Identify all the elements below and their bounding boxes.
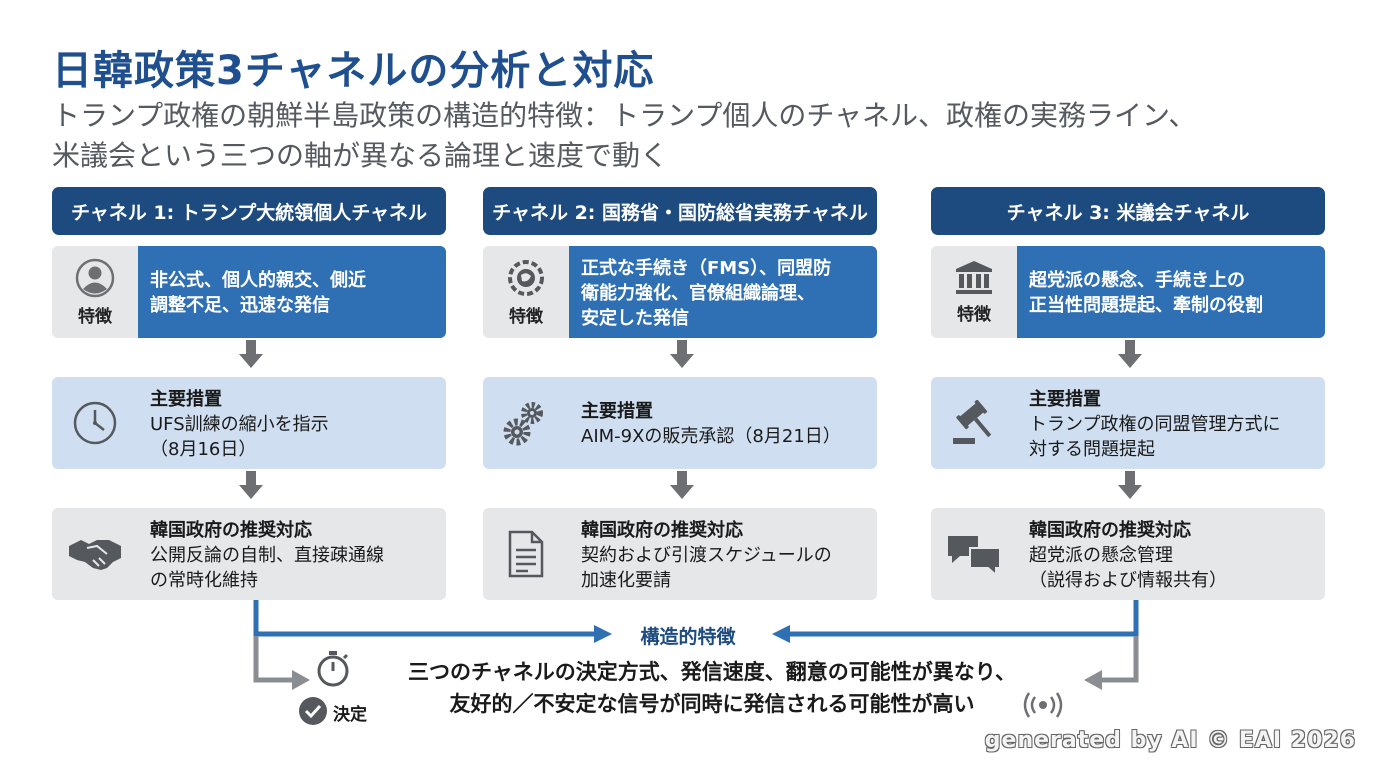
- response-line: の常時化維持: [150, 569, 258, 591]
- measure-icon-area: [483, 377, 569, 469]
- watermark: generated by AI © EAI 2026: [984, 728, 1356, 753]
- feature-label: 特徴: [78, 306, 112, 327]
- measure-text: 主要措置 トランプ政権の同盟管理方式に 対する問題提起: [1017, 377, 1325, 469]
- globe-icon: [508, 259, 544, 296]
- measure-text: 主要措置 UFS訓練の縮小を指示 （8月16日）: [138, 377, 446, 469]
- response-text: 韓国政府の推奨対応 超党派の懸念管理 （説得および情報共有）: [1017, 508, 1325, 600]
- feature-line: 衛能力強化、官僚組織論理、: [581, 282, 815, 304]
- response-box: 韓国政府の推奨対応 契約および引渡スケジュールの 加速化要請: [483, 508, 877, 600]
- feature-line: 非公式、個人的親交、側近: [150, 270, 366, 291]
- response-line: 契約および引渡スケジュールの: [581, 544, 832, 566]
- conclusion: 三つのチャネルの決定方式、発信速度、翻意の可能性が異なり、 友好的／不安定な信号…: [372, 656, 1052, 720]
- gavel-icon: [953, 400, 992, 444]
- stopwatch-icon: [317, 651, 349, 687]
- response-title: 韓国政府の推奨対応: [1029, 519, 1191, 541]
- channel-header: チャネル 1: トランプ大統領個人チャネル: [52, 187, 446, 235]
- response-line: 公開反論の自制、直接疎通線: [150, 544, 384, 566]
- response-text: 韓国政府の推奨対応 契約および引渡スケジュールの 加速化要請: [569, 508, 877, 600]
- feature-box: 特徴 超党派の懸念、手続き上の 正当性問題提起、牽制の役割: [931, 246, 1325, 338]
- response-title: 韓国政府の推奨対応: [150, 519, 312, 541]
- handshake-icon: [69, 540, 121, 570]
- down-arrow-icon: [1118, 340, 1142, 368]
- channel-column-1: チャネル 1: トランプ大統領個人チャネル 特徴 非公式、個人的親交、側近 調整…: [52, 187, 446, 600]
- measure-title: 主要措置: [150, 388, 222, 410]
- feature-line: 安定した発信: [581, 307, 689, 329]
- feature-line: 正当性問題提起、牽制の役割: [1029, 295, 1263, 316]
- measure-box: 主要措置 UFS訓練の縮小を指示 （8月16日）: [52, 377, 446, 469]
- page-subtitle: トランプ政権の朝鮮半島政策の構造的特徴：トランプ個人のチャネル、政権の実務ライン…: [52, 96, 1332, 176]
- down-arrow-icon: [670, 471, 694, 499]
- down-arrow-icon: [670, 340, 694, 368]
- decision-label: 決定: [333, 705, 367, 725]
- measure-line: UFS訓練の縮小を指示: [150, 413, 329, 435]
- feature-icon-area: 特徴: [52, 246, 138, 338]
- broadcast-icon: [1023, 692, 1063, 718]
- chat-icon: [948, 536, 1001, 576]
- measure-line: （8月16日）: [150, 438, 257, 460]
- measure-title: 主要措置: [1029, 388, 1101, 410]
- measure-title: 主要措置: [581, 401, 653, 422]
- gears-icon: [503, 402, 543, 446]
- feature-box: 特徴 正式な手続き（FMS）、同盟防 衛能力強化、官僚組織論理、 安定した発信: [483, 246, 877, 338]
- feature-line: 超党派の懸念、手続き上の: [1029, 270, 1245, 291]
- flow-label: 構造的特徴: [612, 622, 764, 649]
- response-text: 韓国政府の推奨対応 公開反論の自制、直接疎通線 の常時化維持: [138, 508, 446, 600]
- response-icon-area: [483, 508, 569, 600]
- measure-line: 対する問題提起: [1029, 438, 1155, 460]
- measure-icon-area: [931, 377, 1017, 469]
- response-line: 超党派の懸念管理: [1029, 544, 1173, 566]
- feature-line: 調整不足、迅速な発信: [150, 295, 330, 316]
- subtitle-line: 米議会という三つの軸が異なる論理と速度で動く: [52, 139, 669, 172]
- response-line: 加速化要請: [581, 569, 671, 591]
- feature-text: 非公式、個人的親交、側近 調整不足、迅速な発信: [138, 246, 446, 338]
- response-icon-area: [931, 508, 1017, 600]
- feature-icon-area: 特徴: [931, 246, 1017, 338]
- response-box: 韓国政府の推奨対応 超党派の懸念管理 （説得および情報共有）: [931, 508, 1325, 600]
- check-circle-icon: [299, 697, 327, 725]
- channel-column-2: チャネル 2: 国務省・国防総省実務チャネル 特徴 正式な手続き（FMS）、同盟…: [483, 187, 877, 600]
- feature-line: 正式な手続き（FMS）、同盟防: [581, 257, 832, 279]
- channel-header: チャネル 3: 米議会チャネル: [931, 187, 1325, 235]
- response-line: （説得および情報共有）: [1029, 569, 1227, 591]
- response-title: 韓国政府の推奨対応: [581, 519, 743, 541]
- person-icon: [75, 258, 115, 297]
- feature-text: 超党派の懸念、手続き上の 正当性問題提起、牽制の役割: [1017, 246, 1325, 338]
- response-icon-area: [52, 508, 138, 600]
- measure-box: 主要措置 AIM-9Xの販売承認（8月21日）: [483, 377, 877, 469]
- clock-icon: [73, 401, 117, 445]
- document-icon: [508, 530, 544, 578]
- channel-column-3: チャネル 3: 米議会チャネル 特徴 超党派の懸念、手続き上の 正当性問題提起、…: [931, 187, 1325, 600]
- page-title: 日韓政策3チャネルの分析と対応: [52, 48, 655, 94]
- measure-line: AIM-9Xの販売承認（8月21日）: [581, 426, 841, 447]
- feature-icon-area: 特徴: [483, 246, 569, 338]
- subtitle-line: トランプ政権の朝鮮半島政策の構造的特徴：トランプ個人のチャネル、政権の実務ライン…: [52, 99, 1197, 132]
- down-arrow-icon: [239, 340, 263, 368]
- feature-label: 特徴: [509, 306, 543, 327]
- measure-text: 主要措置 AIM-9Xの販売承認（8月21日）: [569, 377, 877, 469]
- conclusion-line: 友好的／不安定な信号が同時に発信される可能性が高い: [449, 692, 975, 716]
- measure-icon-area: [52, 377, 138, 469]
- down-arrow-icon: [239, 471, 263, 499]
- feature-text: 正式な手続き（FMS）、同盟防 衛能力強化、官僚組織論理、 安定した発信: [569, 246, 877, 338]
- channel-header: チャネル 2: 国務省・国防総省実務チャネル: [483, 187, 877, 235]
- measure-line: トランプ政権の同盟管理方式に: [1029, 413, 1281, 435]
- feature-box: 特徴 非公式、個人的親交、側近 調整不足、迅速な発信: [52, 246, 446, 338]
- measure-box: 主要措置 トランプ政権の同盟管理方式に 対する問題提起: [931, 377, 1325, 469]
- down-arrow-icon: [1118, 471, 1142, 499]
- capitol-icon: [956, 260, 992, 294]
- conclusion-line: 三つのチャネルの決定方式、発信速度、翻意の可能性が異なり、: [408, 660, 1016, 684]
- response-box: 韓国政府の推奨対応 公開反論の自制、直接疎通線 の常時化維持: [52, 508, 446, 600]
- feature-label: 特徴: [957, 304, 991, 325]
